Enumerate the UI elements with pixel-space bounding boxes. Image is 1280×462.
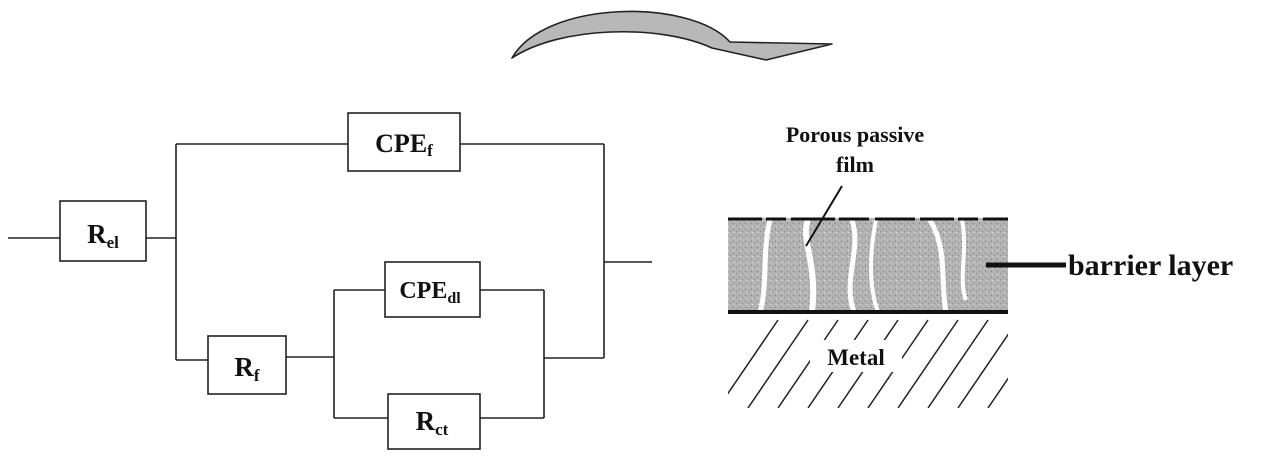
pore	[847, 219, 858, 313]
cpe-dl-sub: dl	[447, 290, 461, 307]
pore	[802, 218, 817, 313]
transition-arrow	[511, 10, 833, 61]
svg-text:Rct: Rct	[416, 406, 449, 439]
r-f-resistor: Rf	[207, 335, 287, 395]
svg-text:Rf: Rf	[234, 352, 260, 385]
r-ct-main: R	[416, 406, 436, 436]
pore	[927, 218, 949, 313]
r-ct-resistor: Rct	[387, 393, 481, 450]
svg-text:CPEf: CPEf	[375, 129, 433, 160]
cpe-f-sub: f	[427, 141, 433, 160]
barrier-layer-label: barrier layer	[1068, 249, 1233, 282]
svg-text:Rel: Rel	[87, 219, 119, 252]
cpe-dl-main: CPE	[399, 278, 447, 304]
r-el-sub: el	[107, 233, 120, 252]
pore	[757, 219, 773, 313]
porous-film-label-line1: Porous passive	[786, 122, 925, 147]
r-f-sub: f	[254, 366, 260, 385]
svg-text:CPEdl: CPEdl	[399, 278, 461, 307]
r-ct-sub: ct	[435, 420, 449, 439]
equivalent-circuit: Rel CPEf Rf CPEdl Rc	[8, 112, 652, 450]
r-f-main: R	[234, 352, 254, 382]
cpe-f-main: CPE	[375, 129, 427, 158]
pore	[960, 219, 968, 301]
metal-label-bg	[810, 340, 902, 372]
porous-film-label-line2: film	[836, 152, 874, 177]
cpe-f-element: CPEf	[347, 112, 461, 172]
r-el-main: R	[87, 219, 107, 249]
film-cross-section: Metal Porous passive film barrier layer	[728, 122, 1233, 408]
cpe-dl-element: CPEdl	[384, 261, 481, 318]
pore	[869, 219, 880, 313]
metal-label: Metal	[827, 345, 884, 370]
porous-film-pointer	[805, 185, 843, 247]
r-el-resistor: Rel	[59, 200, 147, 262]
